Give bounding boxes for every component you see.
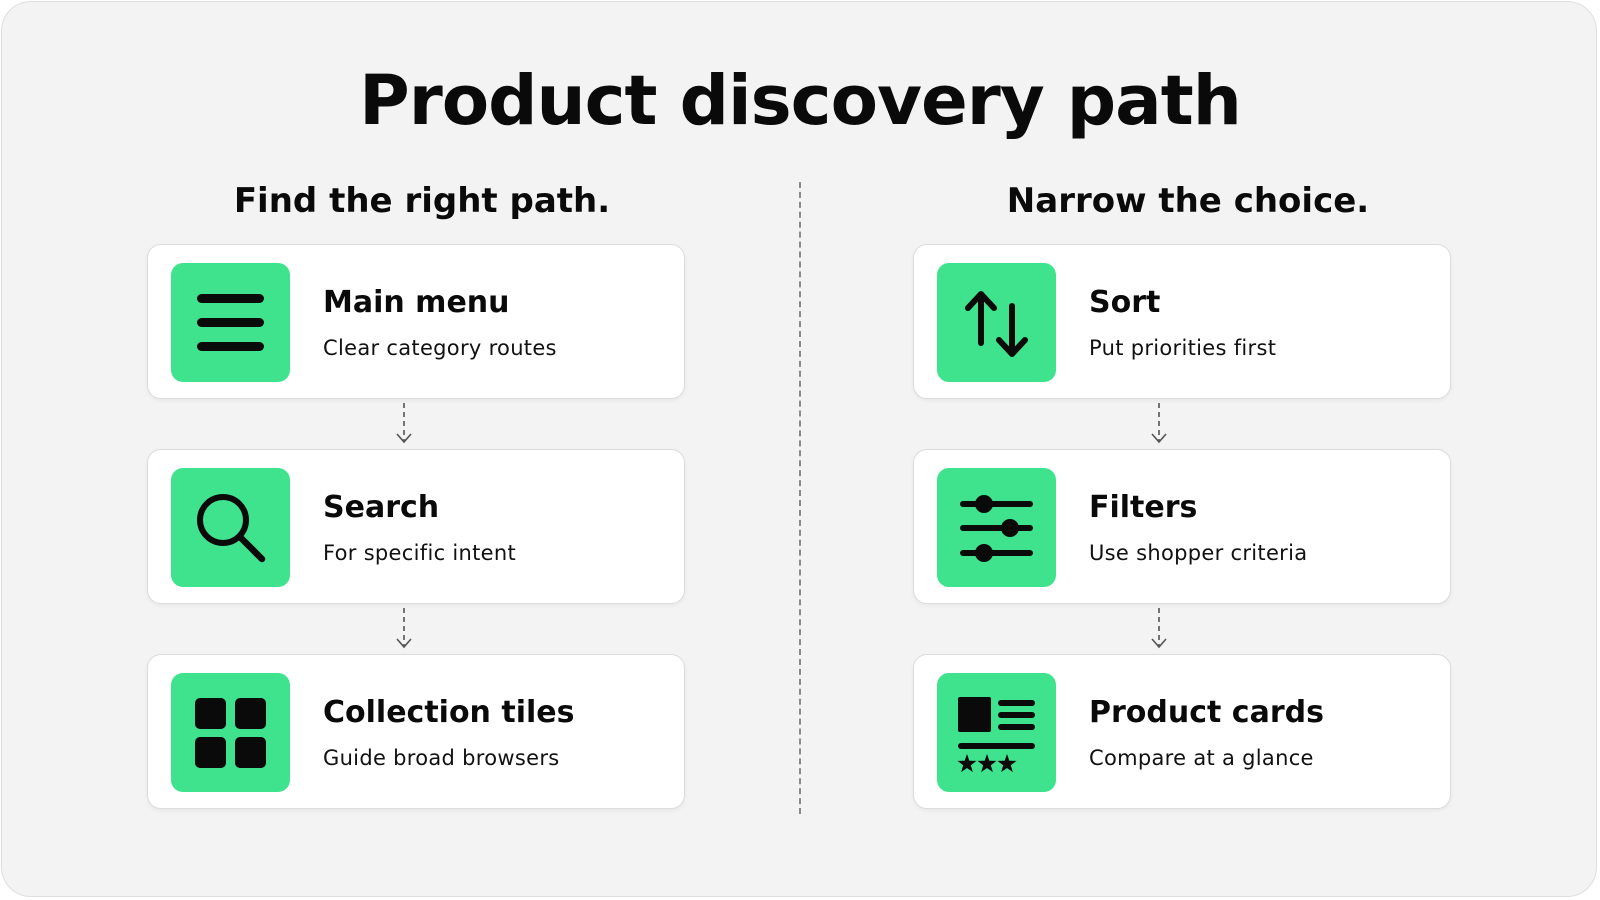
step-description: For specific intent xyxy=(323,541,517,565)
step-card-collection-tiles: Collection tiles Guide broad browsers xyxy=(147,654,685,809)
step-title: Product cards xyxy=(1089,695,1324,730)
down-arrow-connector xyxy=(1149,607,1169,651)
step-description: Compare at a glance xyxy=(1089,746,1314,770)
step-title: Main menu xyxy=(323,285,510,320)
step-description: Guide broad browsers xyxy=(323,746,560,770)
down-arrow-connector xyxy=(394,607,414,651)
sort-arrows-icon xyxy=(937,263,1056,382)
step-card-product-cards: Product cards Compare at a glance xyxy=(913,654,1451,809)
step-title: Collection tiles xyxy=(323,695,575,730)
step-description: Use shopper criteria xyxy=(1089,541,1308,565)
column-divider xyxy=(799,182,801,814)
product-card-icon xyxy=(937,673,1056,792)
grid-icon xyxy=(171,673,290,792)
search-icon xyxy=(171,468,290,587)
right-column-heading: Narrow the choice. xyxy=(1006,181,1370,221)
left-column-heading: Find the right path. xyxy=(233,181,611,221)
step-card-main-menu: Main menu Clear category routes xyxy=(147,244,685,399)
step-description: Clear category routes xyxy=(323,336,557,360)
step-card-sort: Sort Put priorities first xyxy=(913,244,1451,399)
menu-icon xyxy=(171,263,290,382)
step-card-search: Search For specific intent xyxy=(147,449,685,604)
step-description: Put priorities first xyxy=(1089,336,1277,360)
page-title: Product discovery path xyxy=(359,61,1242,141)
down-arrow-connector xyxy=(394,402,414,446)
step-card-filters: Filters Use shopper criteria xyxy=(913,449,1451,604)
step-title: Search xyxy=(323,490,440,525)
sliders-icon xyxy=(937,468,1056,587)
step-title: Filters xyxy=(1089,490,1198,525)
step-title: Sort xyxy=(1089,285,1161,320)
down-arrow-connector xyxy=(1149,402,1169,446)
